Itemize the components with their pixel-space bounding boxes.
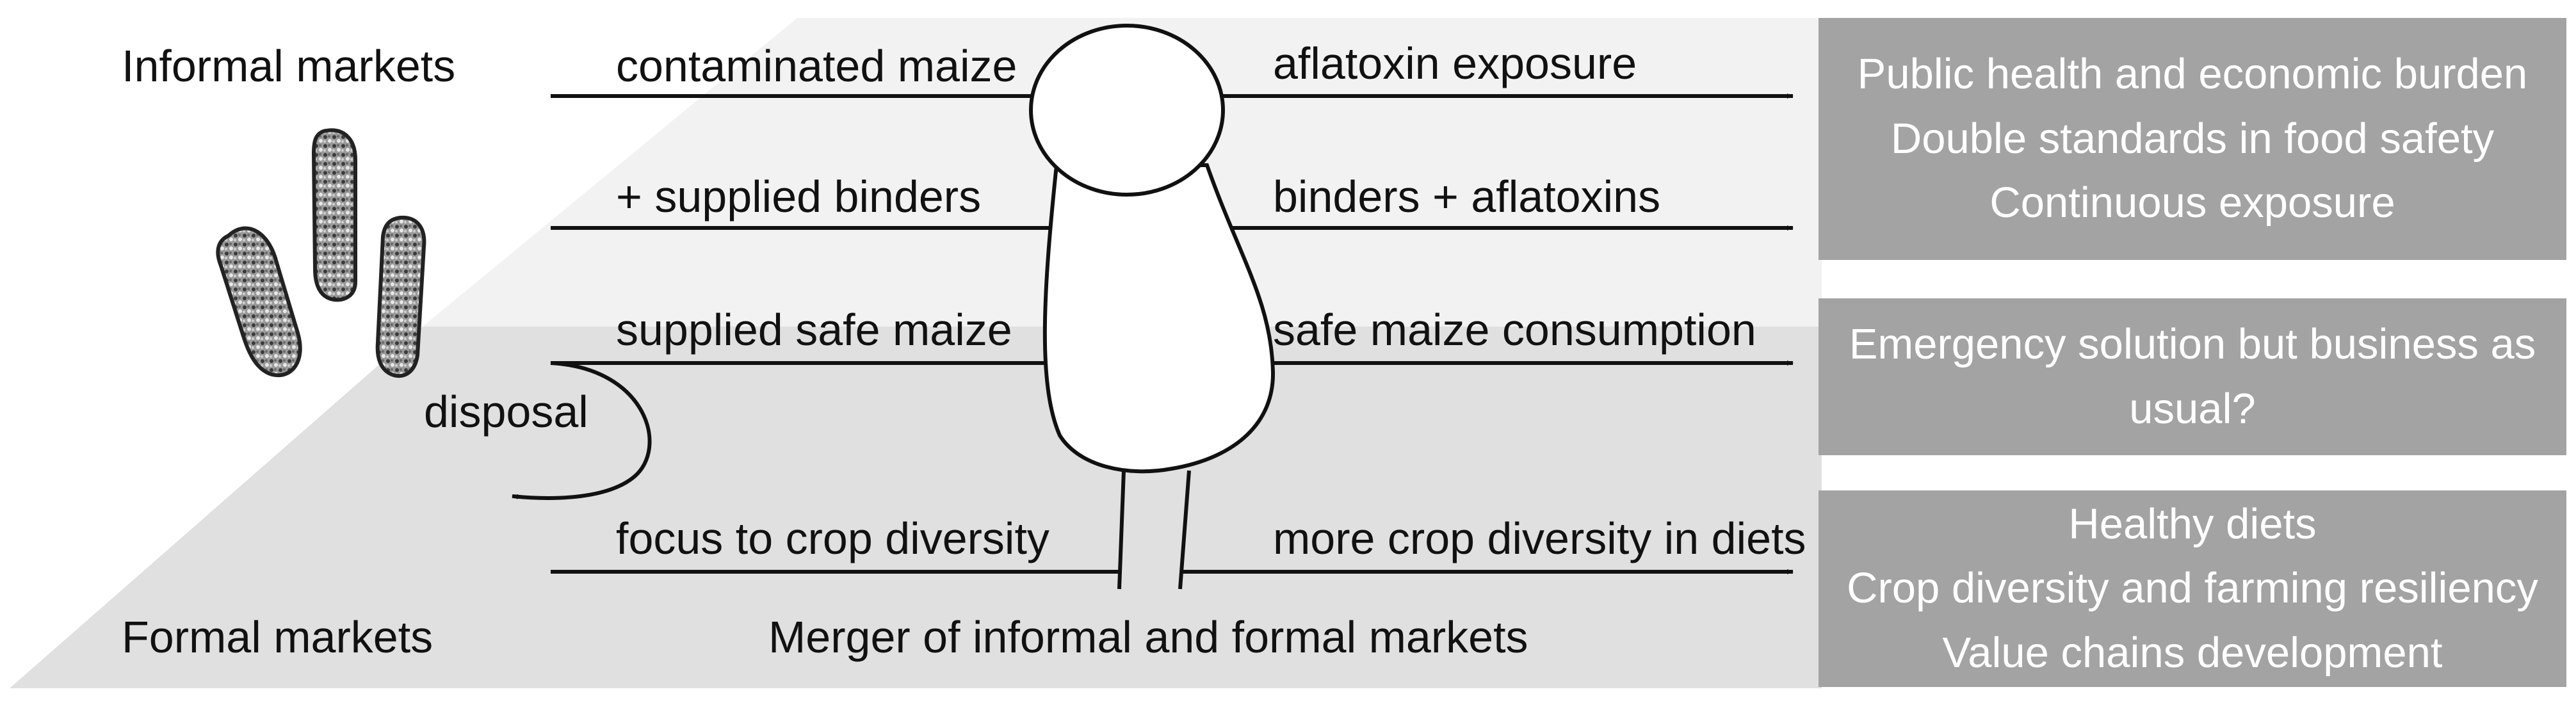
merger-caption: Merger of informal and formal markets <box>768 612 1528 662</box>
flow-output-label: aflatoxin exposure <box>1273 38 1637 88</box>
flow-output-label: more crop diversity in diets <box>1273 513 1806 563</box>
outcome-box-burden: Public health and economic burden Double… <box>1819 18 2566 260</box>
flow-output-label: binders + aflatoxins <box>1273 172 1661 222</box>
outcome-box-emergency: Emergency solution but business as usual… <box>1819 298 2566 455</box>
outcome-box-healthy-diets: Healthy diets Crop diversity and farming… <box>1819 490 2566 687</box>
lower-market-band <box>10 327 1822 688</box>
outcome-line: usual? <box>2129 384 2256 433</box>
formal-markets-label: Formal markets <box>122 612 433 662</box>
outcome-line: Public health and economic burden <box>1857 50 2528 99</box>
flow-output-label: safe maize consumption <box>1273 305 1756 355</box>
maize-cob-icon <box>216 128 426 378</box>
outcome-line: Crop diversity and farming resiliency <box>1847 564 2538 613</box>
flow-input-label: focus to crop diversity <box>616 513 1049 563</box>
person-figure-icon <box>1029 24 1276 590</box>
outcome-line: Double standards in food safety <box>1890 114 2495 163</box>
informal-markets-label: Informal markets <box>122 41 456 91</box>
disposal-label: disposal <box>424 387 588 437</box>
flow-input-label: contaminated maize <box>616 41 1017 91</box>
outcome-line: Continuous exposure <box>1989 179 2395 227</box>
outcome-line: Healthy diets <box>2068 499 2317 548</box>
flow-input-label: + supplied binders <box>616 172 982 222</box>
flow-input-label: supplied safe maize <box>616 305 1012 355</box>
outcome-line: Emergency solution but business as <box>1849 320 2536 368</box>
outcome-line: Value chains development <box>1942 628 2443 677</box>
disposal-arrow <box>512 361 652 500</box>
